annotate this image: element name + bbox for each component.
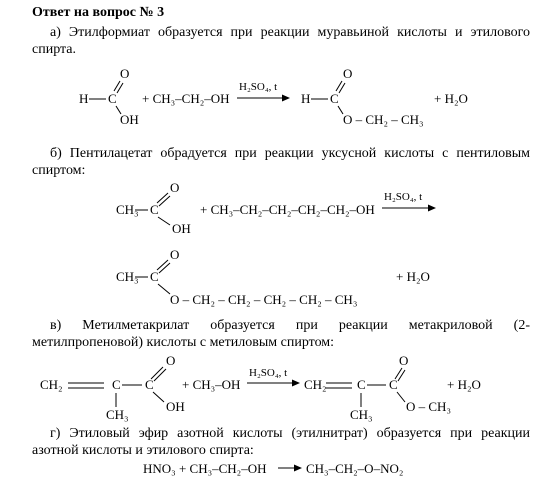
eq-b-condition: H₂SO₄, t bbox=[384, 191, 423, 203]
eq-c-carbon: C bbox=[145, 377, 154, 392]
eq-c-reagent: + CH₃–OH bbox=[182, 377, 241, 392]
eq-c-carbon-mid: C bbox=[112, 377, 121, 392]
eq-b-water: + H₂O bbox=[396, 269, 430, 284]
eq-b-oxygen: O bbox=[170, 180, 180, 195]
eq-a-oxygen: O bbox=[120, 66, 130, 81]
eq-a-water: + H₂O bbox=[434, 91, 468, 106]
eq-b-prod-oxygen: O bbox=[170, 247, 180, 262]
eq-c-ch3-low: CH₃ bbox=[106, 407, 129, 422]
eq-c-oxygen: O bbox=[166, 353, 176, 368]
eq-a-prod-oxygen: O bbox=[343, 66, 353, 81]
eq-b-oh: OH bbox=[172, 221, 191, 236]
eq-a-reagent: + CH₃–CH₂–OH bbox=[142, 91, 230, 106]
eq-b-reagent: + CH₃–CH₂–CH₂–CH₂–CH₂–OH bbox=[200, 202, 375, 217]
eq-d-product: CH₃–CH₂–O–NO₂ bbox=[306, 461, 404, 476]
eq-c-prod-ch2: CH₂ bbox=[304, 377, 327, 392]
eq-a-h: H bbox=[79, 91, 89, 106]
eq-c-condition: H₂SO₄, t bbox=[249, 367, 288, 379]
eq-b-prod-carbon: C bbox=[150, 269, 159, 284]
eq-c-prod-ch3-low: CH₃ bbox=[350, 407, 373, 422]
eq-c-water: + H₂O bbox=[447, 377, 481, 392]
eq-a-oh: OH bbox=[120, 112, 139, 127]
eq-c-ch2: CH₂ bbox=[40, 377, 63, 392]
eq-b-prod-ch3: CH₃ bbox=[116, 269, 139, 284]
eq-a-prod-h: H bbox=[301, 91, 311, 106]
eq-c-prod-oxygen: O bbox=[399, 353, 409, 368]
eq-a-carbon: C bbox=[108, 91, 117, 106]
eq-b-prod-chain: O – CH₂ – CH₂ – CH₂ – CH₂ – CH₃ bbox=[170, 292, 358, 307]
eq-c-prod-carbon-mid: C bbox=[357, 377, 366, 392]
eq-a-condition: H₂SO₄, t bbox=[239, 81, 278, 93]
answer-heading: Ответ на вопрос № 3 bbox=[32, 5, 165, 20]
eq-a-prod-chain: O – CH₂ – CH₃ bbox=[343, 112, 424, 127]
paragraph-d: г) Этиловый эфир азотной кислоты (этилни… bbox=[32, 426, 530, 458]
eq-b-carbon: C bbox=[150, 202, 159, 217]
paragraph-b: б) Пентилацетат обрадуется при реакции у… bbox=[32, 146, 530, 178]
eq-c-prod-och3: O – CH₃ bbox=[406, 399, 451, 414]
eq-c-oh: OH bbox=[166, 399, 185, 414]
paragraph-a: а) Этилформиат образуется при реакции му… bbox=[32, 25, 530, 57]
eq-a-prod-carbon: C bbox=[330, 91, 339, 106]
eq-b-ch3: CH₃ bbox=[116, 202, 139, 217]
paragraph-c: в) Метилметакрилат образуется при реакци… bbox=[32, 318, 530, 350]
eq-d-reactants: HNO₃ + CH₃–CH₂–OH bbox=[143, 461, 267, 476]
eq-c-prod-carbon: C bbox=[389, 377, 398, 392]
